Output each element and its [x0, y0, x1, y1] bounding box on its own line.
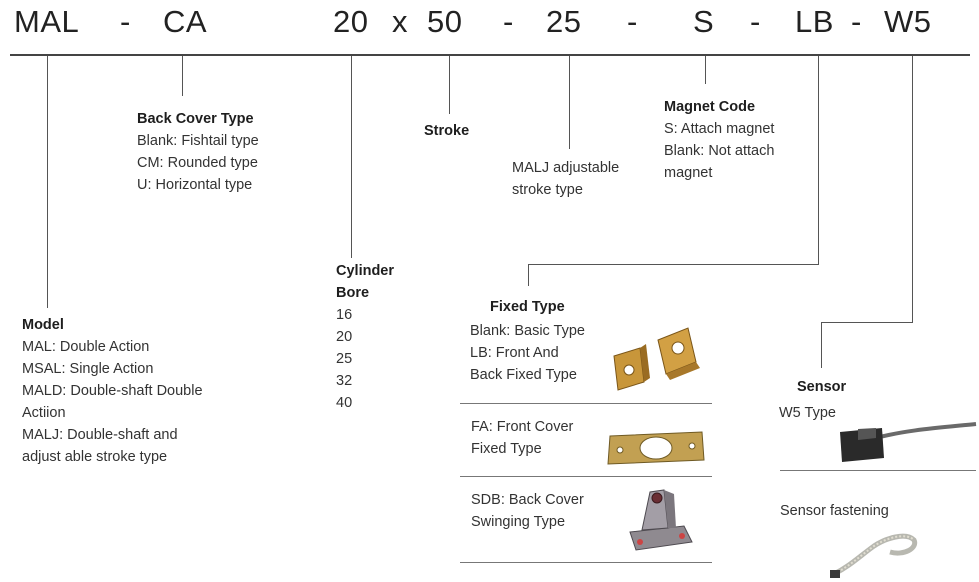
connector-magnet [705, 56, 706, 84]
bore-section: Cylinder Bore 16 20 25 32 40 [336, 260, 394, 414]
connector-sensor-drop [821, 322, 822, 368]
code-dash: - [627, 4, 638, 39]
bore-value: 20 [336, 329, 353, 345]
magnet-option: S: Attach magnet [664, 121, 775, 137]
back-cover-option: CM: Rounded type [137, 155, 258, 171]
adjustable-line: stroke type [512, 182, 583, 198]
fixed-option: LB: Front And [470, 345, 559, 361]
fixed-option: Blank: Basic Type [470, 323, 585, 339]
model-option: MALD: Double-shaft Double [22, 383, 203, 399]
fixed-option: Swinging Type [471, 514, 566, 530]
code-stroke: 50 [427, 4, 463, 39]
connector-back-cover [182, 56, 183, 96]
fixed-option: Back Fixed Type [470, 367, 577, 383]
sensor-fastening-image [830, 533, 918, 578]
connector-fixed-drop [528, 264, 529, 286]
bore-value: 40 [336, 395, 353, 411]
sensor-divider [780, 470, 976, 471]
model-section: Model MAL: Double Action MSAL: Single Ac… [22, 314, 203, 468]
bore-title: Bore [336, 285, 370, 301]
adjustable-section: MALJ adjustable stroke type [512, 157, 619, 201]
magnet-title: Magnet Code [664, 99, 756, 115]
code-model: MAL [14, 4, 80, 39]
adjustable-line: MALJ adjustable [512, 160, 620, 176]
lb-bracket-image [613, 327, 700, 391]
code-bore: 20 [333, 4, 369, 39]
stroke-title: Stroke [424, 123, 470, 139]
connector-sensor [912, 56, 913, 322]
code-dash: - [750, 4, 761, 39]
model-option: Actiion [22, 405, 66, 421]
bore-value: 25 [336, 351, 353, 367]
sdb-bracket-image [629, 489, 693, 551]
fixed-fa-section: FA: Front Cover Fixed Type [471, 416, 573, 460]
connector-fixed [818, 56, 819, 264]
fixed-title: Fixed Type [490, 299, 565, 315]
header-divider [10, 54, 970, 56]
fixed-sdb-section: SDB: Back Cover Swinging Type [471, 489, 584, 533]
code-dash: - [851, 4, 862, 39]
connector-stroke [449, 56, 450, 114]
model-option: MAL: Double Action [22, 339, 150, 355]
back-cover-option: Blank: Fishtail type [137, 133, 259, 149]
fa-plate-image [607, 431, 705, 465]
code-dash: - [120, 4, 131, 39]
connector-adjust [569, 56, 570, 149]
code-fixed: LB [795, 4, 834, 39]
magnet-section: Magnet Code S: Attach magnet Blank: Not … [664, 96, 774, 184]
model-option: MSAL: Single Action [22, 361, 154, 377]
model-option: adjust able stroke type [22, 449, 168, 465]
connector-fixed-horizontal [528, 264, 819, 265]
back-cover-option: U: Horizontal type [137, 177, 253, 193]
code-x: x [392, 4, 408, 39]
bore-value: 16 [336, 307, 353, 323]
code-back-cover: CA [163, 4, 208, 39]
back-cover-title: Back Cover Type [137, 111, 254, 127]
code-adjust: 25 [546, 4, 582, 39]
fixed-option: FA: Front Cover [471, 419, 574, 435]
back-cover-section: Back Cover Type Blank: Fishtail type CM:… [137, 108, 259, 196]
bore-value: 32 [336, 373, 353, 389]
fixed-divider [460, 403, 712, 404]
model-option: MALJ: Double-shaft and [22, 427, 178, 443]
code-sensor: W5 [884, 4, 932, 39]
fixed-basic-section: Blank: Basic Type LB: Front And Back Fix… [470, 320, 585, 386]
connector-model [47, 56, 48, 308]
sensor-title: Sensor [797, 379, 847, 395]
bore-title: Cylinder [336, 263, 395, 279]
magnet-option: Blank: Not attach [664, 143, 775, 159]
fixed-divider [460, 476, 712, 477]
sensor-image [840, 422, 977, 462]
sensor-fastening: Sensor fastening [780, 503, 889, 519]
code-dash: - [503, 4, 514, 39]
sensor-type: W5 Type [779, 405, 836, 421]
connector-sensor-horizontal [821, 322, 913, 323]
code-magnet: S [693, 4, 715, 39]
model-title: Model [22, 317, 64, 333]
magnet-option: magnet [664, 165, 713, 181]
connector-bore [351, 56, 352, 258]
fixed-divider [460, 562, 712, 563]
fixed-option: SDB: Back Cover [471, 492, 584, 508]
fixed-option: Fixed Type [471, 441, 542, 457]
